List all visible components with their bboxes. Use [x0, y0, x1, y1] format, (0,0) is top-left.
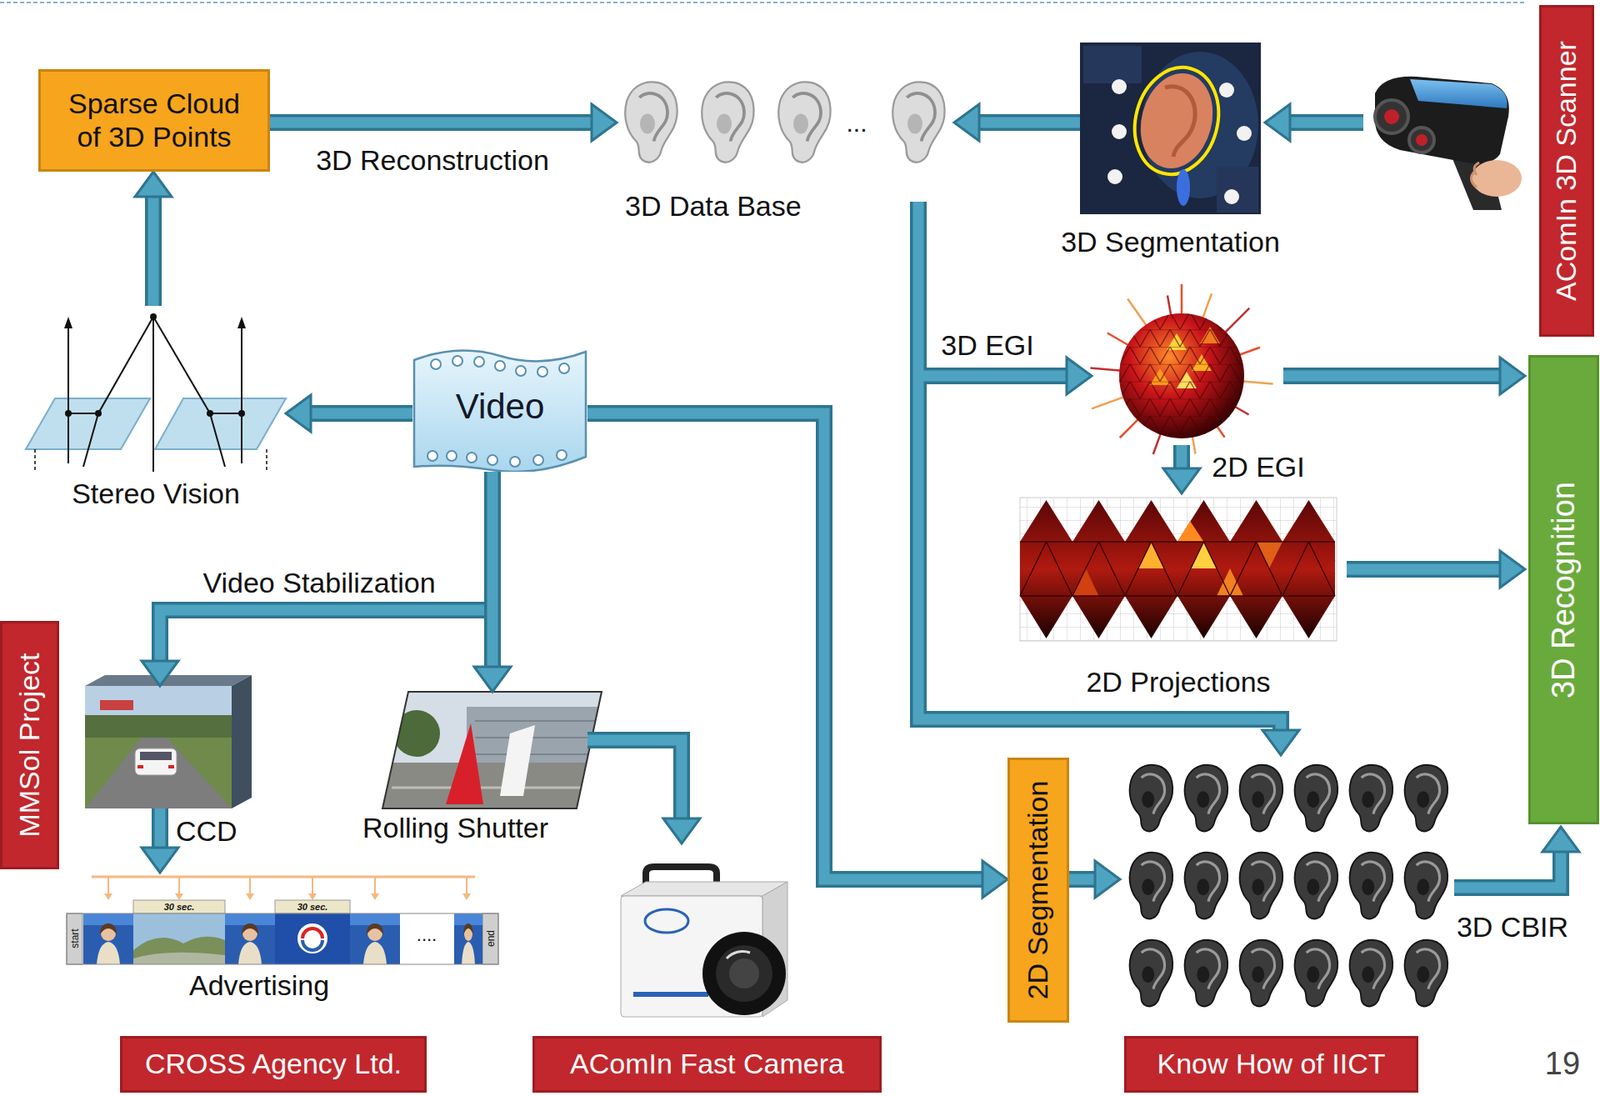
image-node: CCD	[85, 685, 252, 809]
free-label: 19	[1545, 1047, 1580, 1080]
flow-arrows	[587, 104, 1580, 898]
partner-box: Know How of IICT	[1124, 1035, 1419, 1093]
image-node: Rolling Shutter	[382, 691, 602, 809]
node-label: CROSS Agency Ltd.	[145, 1047, 402, 1080]
image-caption: 3D Segmentation	[1060, 225, 1280, 259]
image-caption: Rolling Shutter	[362, 811, 549, 845]
label-band: MMSol Project	[0, 620, 60, 870]
image-node: 3D Segmentation	[1080, 42, 1261, 215]
image-node: Stereo Vision	[25, 305, 286, 475]
image-node: 3D Data Base	[616, 71, 955, 174]
strip-marker: end	[485, 930, 496, 947]
connector-arrow	[587, 413, 1008, 898]
node-label: MMSol Project	[13, 652, 46, 837]
ear-database	[625, 81, 945, 162]
node-label: AComIn Fast Camera	[570, 1047, 845, 1080]
partner-box: AComIn Fast Camera	[532, 1035, 882, 1093]
free-label: 3D EGI	[940, 330, 1034, 360]
image-node: Advertising	[66, 872, 500, 965]
free-label: 3D CBIR	[1456, 912, 1569, 941]
edge-label: Video Stabilization	[199, 567, 439, 599]
node-label: AComIn 3D Scanner	[1550, 40, 1583, 301]
process-box: Sparse Cloud of 3D Points	[38, 69, 270, 172]
advertising-strip	[66, 876, 499, 965]
connector-arrow	[474, 471, 511, 692]
image-caption: Stereo Vision	[71, 477, 240, 510]
stereo-vision-figure	[25, 313, 286, 472]
node-label: Sparse Cloud of 3D Points	[55, 87, 253, 153]
output-band: 3D Recognition	[1528, 355, 1600, 825]
partner-box: CROSS Agency Ltd.	[120, 1035, 427, 1093]
connector-arrow	[285, 395, 413, 432]
node-label: 2D Segmentation	[1021, 780, 1055, 1000]
dashed-rule	[0, 2, 1525, 4]
connector-arrow	[141, 808, 179, 873]
label-band: AComIn 3D Scanner	[1539, 5, 1595, 337]
ccd-frame	[85, 675, 252, 809]
node-label: Video	[455, 386, 545, 427]
free-label: 2D Projections	[1085, 667, 1270, 696]
free-label: ...	[845, 110, 867, 136]
film-shape: Video	[412, 341, 588, 472]
connector-arrow	[135, 171, 172, 306]
segmentation-image	[1080, 42, 1261, 215]
free-label: 30 sec.	[164, 902, 195, 912]
node-label: Know How of IICT	[1157, 1047, 1386, 1080]
node-label: 3D Recognition	[1545, 481, 1583, 699]
free-label: ....	[416, 925, 437, 945]
process-band: 2D Segmentation	[1007, 757, 1070, 1023]
rolling-shutter-frame	[382, 691, 602, 809]
image-caption: 3D Data Base	[625, 190, 802, 223]
scanner-device	[1375, 76, 1522, 210]
free-label: 30 sec.	[297, 902, 329, 912]
egi-sphere	[1090, 284, 1273, 455]
image-caption: Advertising	[189, 969, 330, 1002]
connector-arrow	[270, 104, 617, 141]
connector-arrow	[954, 104, 1080, 141]
image-caption: CCD	[175, 815, 238, 848]
free-label: 2D EGI	[1211, 452, 1305, 481]
egi-projection-map	[1020, 497, 1337, 641]
fast-camera	[620, 866, 788, 1017]
ear-projections	[1130, 765, 1449, 1007]
strip-marker: start	[70, 928, 80, 948]
edge-label: 3D Reconstruction	[312, 145, 553, 176]
